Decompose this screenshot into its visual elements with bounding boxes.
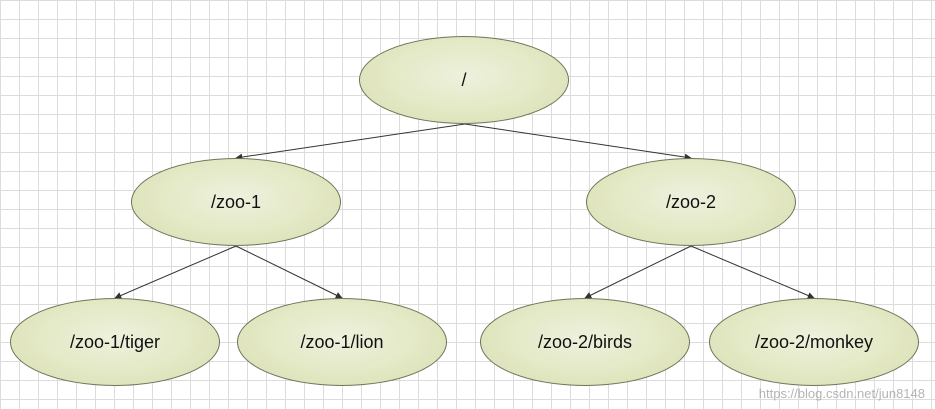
node-zoo-2[interactable]: /zoo-2 xyxy=(586,158,796,246)
node-zoo-1-label: /zoo-1 xyxy=(210,191,262,212)
edge-zoo2-to-monkey xyxy=(690,245,815,299)
node-zoo-1-tiger-label: /zoo-1/tiger xyxy=(69,331,161,352)
node-zoo-1[interactable]: /zoo-1 xyxy=(131,158,341,246)
node-zoo-1-tiger[interactable]: /zoo-1/tiger xyxy=(10,298,220,386)
node-zoo-1-lion-label: /zoo-1/lion xyxy=(300,331,384,352)
node-root[interactable]: / xyxy=(359,36,569,124)
node-zoo-2-monkey[interactable]: /zoo-2/monkey xyxy=(709,298,919,386)
node-zoo-2-birds[interactable]: /zoo-2/birds xyxy=(480,298,690,386)
edge-root-to-zoo1 xyxy=(235,123,466,161)
node-zoo-2-label: /zoo-2 xyxy=(665,191,717,212)
edge-zoo2-to-birds xyxy=(584,245,692,299)
node-zoo-1-lion[interactable]: /zoo-1/lion xyxy=(237,298,447,386)
edge-root-to-zoo2 xyxy=(464,123,692,161)
node-zoo-2-monkey-label: /zoo-2/monkey xyxy=(754,331,874,352)
edge-zoo1-to-lion xyxy=(235,245,343,299)
node-root-label: / xyxy=(461,69,467,90)
watermark-text: https://blog.csdn.net/jun8148 xyxy=(758,386,925,401)
node-zoo-2-birds-label: /zoo-2/birds xyxy=(537,331,633,352)
edge-zoo1-to-tiger xyxy=(114,245,237,299)
